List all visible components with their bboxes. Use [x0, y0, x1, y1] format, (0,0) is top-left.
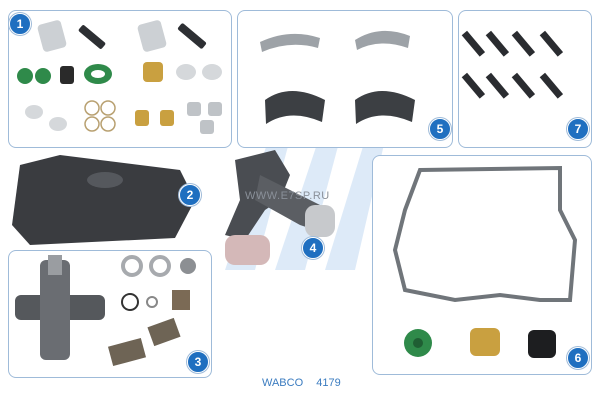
guide-pins-and-seals-image	[17, 20, 222, 134]
badge-3: 3	[187, 351, 209, 373]
gasket-and-seals-image	[392, 165, 578, 358]
caption: WABCO 4179	[262, 377, 341, 389]
bolts-image	[461, 30, 564, 99]
brake-pad-plate-image	[12, 155, 195, 245]
adjuster-mechanism-image	[15, 255, 196, 367]
badge-7: 7	[567, 118, 589, 140]
badge-4: 4	[302, 237, 324, 259]
caliper-lever-image	[225, 150, 335, 265]
badge-1: 1	[9, 13, 31, 35]
badge-5: 5	[429, 118, 451, 140]
bearing-shells-image	[260, 30, 415, 124]
brand-name: WABCO	[262, 377, 304, 389]
watermark-text: WWW.E7SP.RU	[245, 190, 330, 202]
kit-panel-5	[237, 10, 453, 148]
kit-number: 4179	[316, 377, 341, 389]
badge-2: 2	[179, 184, 201, 206]
badge-6: 6	[567, 347, 589, 369]
